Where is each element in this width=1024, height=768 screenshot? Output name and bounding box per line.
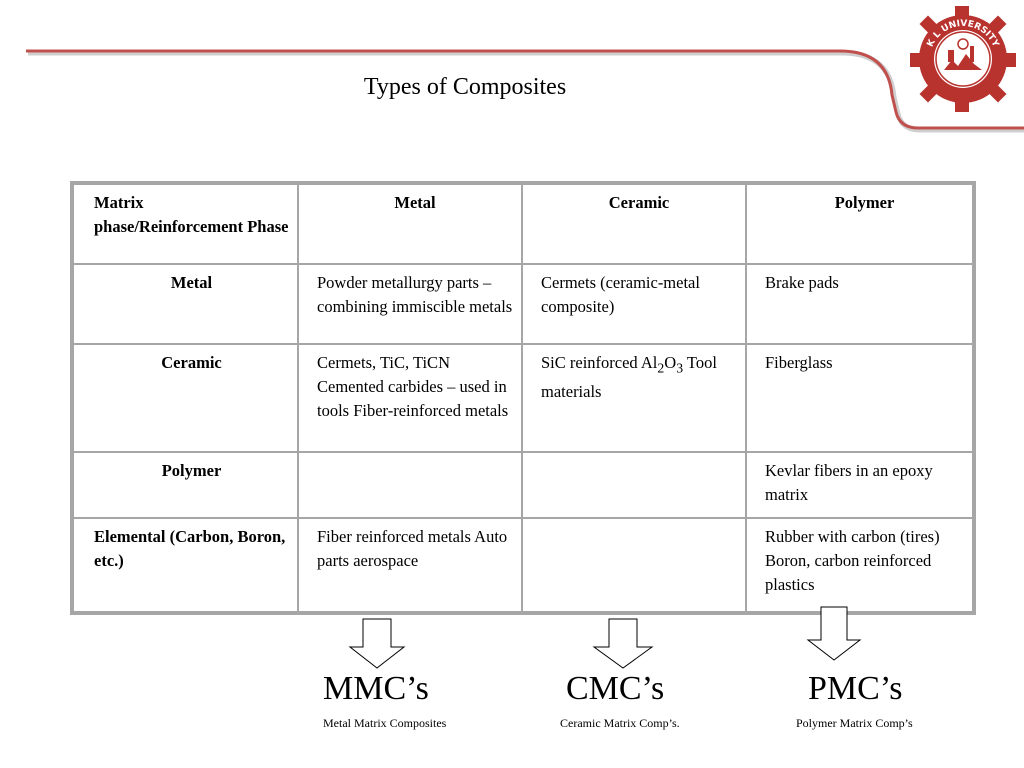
slide-title: Types of Composites bbox=[363, 74, 567, 100]
pmc-full-label: Polymer Matrix Comp’s bbox=[796, 716, 913, 730]
table-cell: Kevlar fibers in an epoxy matrix bbox=[746, 452, 973, 518]
row-label: Ceramic bbox=[73, 344, 298, 452]
table-cell: Cermets (ceramic-metal composite) bbox=[522, 264, 746, 344]
table-header-row: Matrix phase/Reinforcement Phase Metal C… bbox=[73, 184, 973, 264]
header-cell-matrix: Matrix phase/Reinforcement Phase bbox=[73, 184, 298, 264]
table-cell: Brake pads bbox=[746, 264, 973, 344]
table-cell bbox=[522, 452, 746, 518]
table-row: Elemental (Carbon, Boron, etc.) Fiber re… bbox=[73, 518, 973, 612]
pmc-label: PMC’s bbox=[808, 670, 903, 707]
table-row: Polymer Kevlar fibers in an epoxy matrix bbox=[73, 452, 973, 518]
row-label: Elemental (Carbon, Boron, etc.) bbox=[73, 518, 298, 612]
table-cell: Fiberglass bbox=[746, 344, 973, 452]
mmc-full-label: Metal Matrix Composites bbox=[323, 716, 447, 730]
table-row: Metal Powder metallurgy parts – combinin… bbox=[73, 264, 973, 344]
down-arrow-icon bbox=[348, 618, 406, 669]
header-cell-polymer: Polymer bbox=[746, 184, 973, 264]
composites-table: Matrix phase/Reinforcement Phase Metal C… bbox=[70, 181, 976, 615]
tool-materials-text: Tool materials bbox=[541, 353, 717, 402]
down-arrow-icon bbox=[806, 606, 862, 661]
cmc-full-label: Ceramic Matrix Comp’s. bbox=[560, 716, 680, 730]
mmc-label: MMC’s bbox=[323, 670, 429, 707]
table-cell bbox=[522, 518, 746, 612]
table-cell bbox=[298, 452, 522, 518]
table-cell: Rubber with carbon (tires) Boron, carbon… bbox=[746, 518, 973, 612]
sic-al2o3-formula: SiC reinforced Al2O3 bbox=[541, 353, 684, 376]
table-row: Ceramic Cermets, TiC, TiCN Cemented carb… bbox=[73, 344, 973, 452]
university-seal-icon: K L UNIVERSITY bbox=[910, 6, 1016, 112]
cmc-label: CMC’s bbox=[566, 670, 665, 707]
table-cell: SiC reinforced Al2O3 Tool materials bbox=[522, 344, 746, 452]
row-label: Metal bbox=[73, 264, 298, 344]
header-cell-metal: Metal bbox=[298, 184, 522, 264]
table-cell: Powder metallurgy parts – combining immi… bbox=[298, 264, 522, 344]
header-cell-ceramic: Ceramic bbox=[522, 184, 746, 264]
row-label: Polymer bbox=[73, 452, 298, 518]
header-swoosh bbox=[26, 49, 1024, 133]
table-cell: Cermets, TiC, TiCN Cemented carbides – u… bbox=[298, 344, 522, 452]
down-arrow-icon bbox=[592, 618, 654, 669]
table-cell: Fiber reinforced metals Auto parts aeros… bbox=[298, 518, 522, 612]
